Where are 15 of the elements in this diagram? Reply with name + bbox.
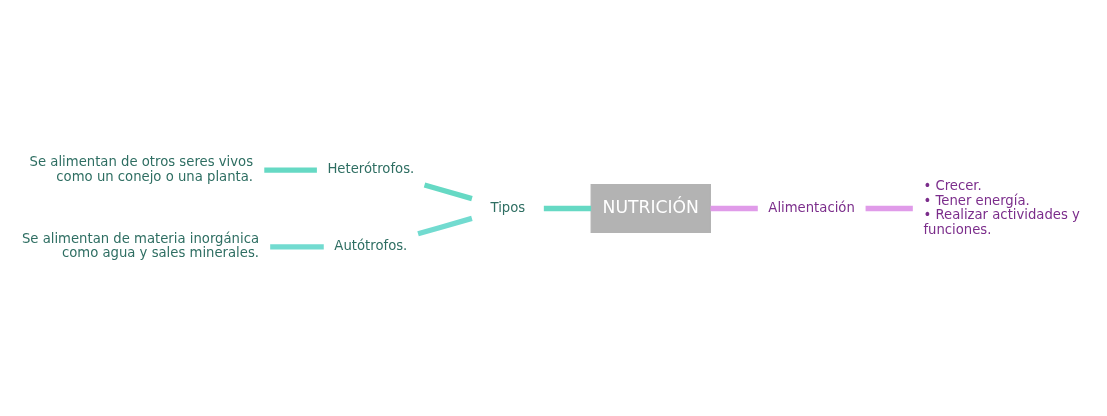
node-text: • Crecer. • Tener energía. • Realizar actividades y funciones. bbox=[923, 177, 1080, 237]
connector bbox=[270, 243, 324, 250]
node-box: NUTRICIÓN bbox=[590, 183, 711, 233]
connector bbox=[865, 205, 913, 211]
node-text: Tipos bbox=[490, 199, 526, 215]
connector bbox=[710, 205, 758, 211]
node-text: Alimentación bbox=[768, 199, 855, 215]
node-text: Heterótrofos. bbox=[327, 160, 415, 176]
connector bbox=[423, 182, 473, 201]
connector bbox=[264, 166, 317, 173]
node-text: Se alimentan de otros seres vivos como un conejo o una planta. bbox=[29, 153, 254, 184]
node-text: Se alimentan de materia inorgánica como agua y sales minerales. bbox=[21, 230, 260, 260]
connector bbox=[543, 205, 592, 211]
connector bbox=[417, 215, 473, 236]
node-text: Autótrofos. bbox=[334, 237, 408, 253]
